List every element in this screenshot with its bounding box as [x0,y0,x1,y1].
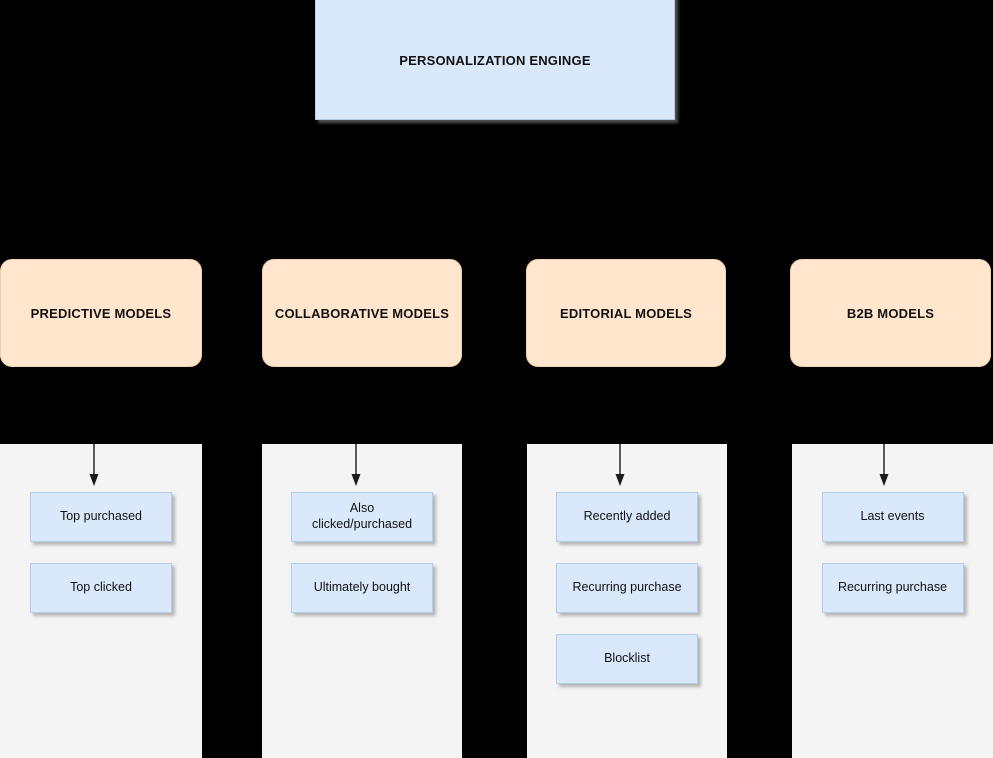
down-arrow-icon [879,444,889,486]
item-box-label: Blocklist [604,651,650,666]
model-box-editorial[interactable]: EDITORIAL MODELS [526,259,726,367]
item-box[interactable]: Recurring purchase [821,563,964,613]
item-box[interactable]: Recently added [556,492,698,542]
item-box-label: Recurring purchase [572,580,682,595]
item-box[interactable]: Blocklist [556,634,698,684]
item-box-label: Ultimately bought [313,580,411,595]
item-box[interactable]: Top purchased [30,492,172,542]
down-arrow-icon [351,444,361,486]
model-box-label: PREDICTIVE MODELS [30,305,172,321]
item-box[interactable]: Top clicked [30,563,172,613]
down-arrow-icon [615,444,625,486]
model-box-label: COLLABORATIVE MODELS [274,305,450,321]
item-box[interactable]: Recurring purchase [556,563,698,613]
personalization-engine-box[interactable]: PERSONALIZATION ENGINGE [315,0,675,120]
down-arrow-icon [89,444,99,486]
model-box-predictive[interactable]: PREDICTIVE MODELS [0,259,202,367]
item-box-label: Also clicked/purchased [311,501,413,531]
personalization-engine-label: PERSONALIZATION ENGINGE [399,52,591,68]
item-box-label: Last events [860,509,925,524]
item-box-label: Top purchased [59,509,142,524]
item-box[interactable]: Also clicked/purchased [291,492,433,542]
item-box[interactable]: Ultimately bought [291,563,433,613]
model-box-label: B2B MODELS [846,305,935,321]
model-box-b2b[interactable]: B2B MODELS [790,259,991,367]
model-box-collaborative[interactable]: COLLABORATIVE MODELS [262,259,462,367]
item-box-label: Recurring purchase [837,580,948,595]
item-box-label: Top clicked [70,580,132,595]
item-box-label: Recently added [583,509,671,524]
item-box[interactable]: Last events [821,492,964,542]
model-box-label: EDITORIAL MODELS [559,305,692,321]
